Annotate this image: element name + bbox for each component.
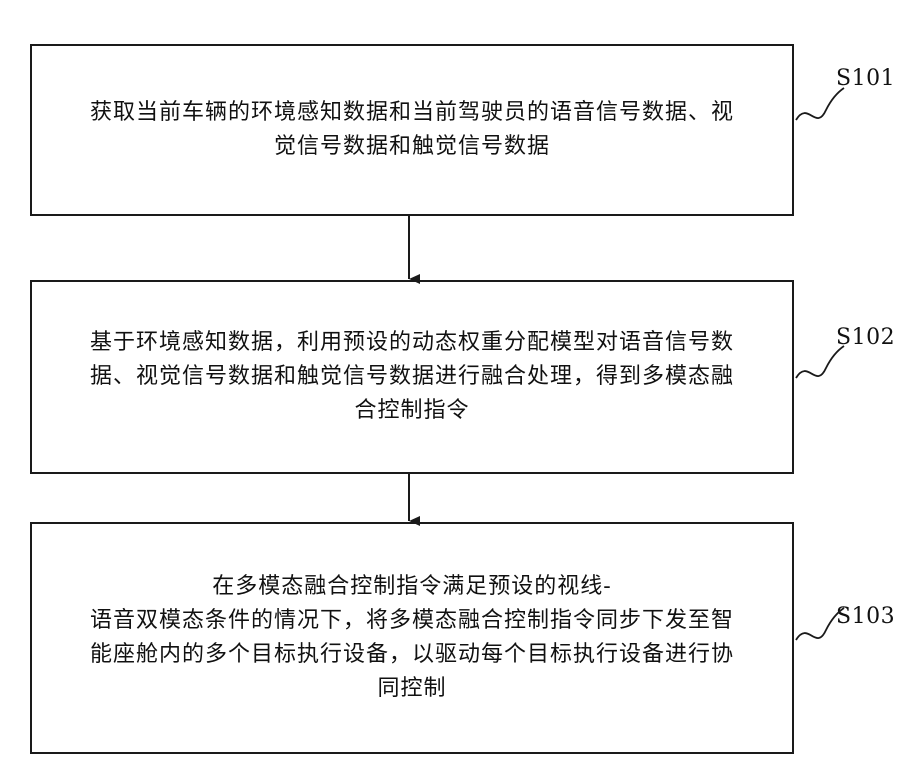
leader-squiggle-s103 bbox=[796, 608, 844, 640]
leader-squiggle-s101 bbox=[796, 88, 844, 120]
leader-squiggle-s102 bbox=[796, 346, 844, 378]
